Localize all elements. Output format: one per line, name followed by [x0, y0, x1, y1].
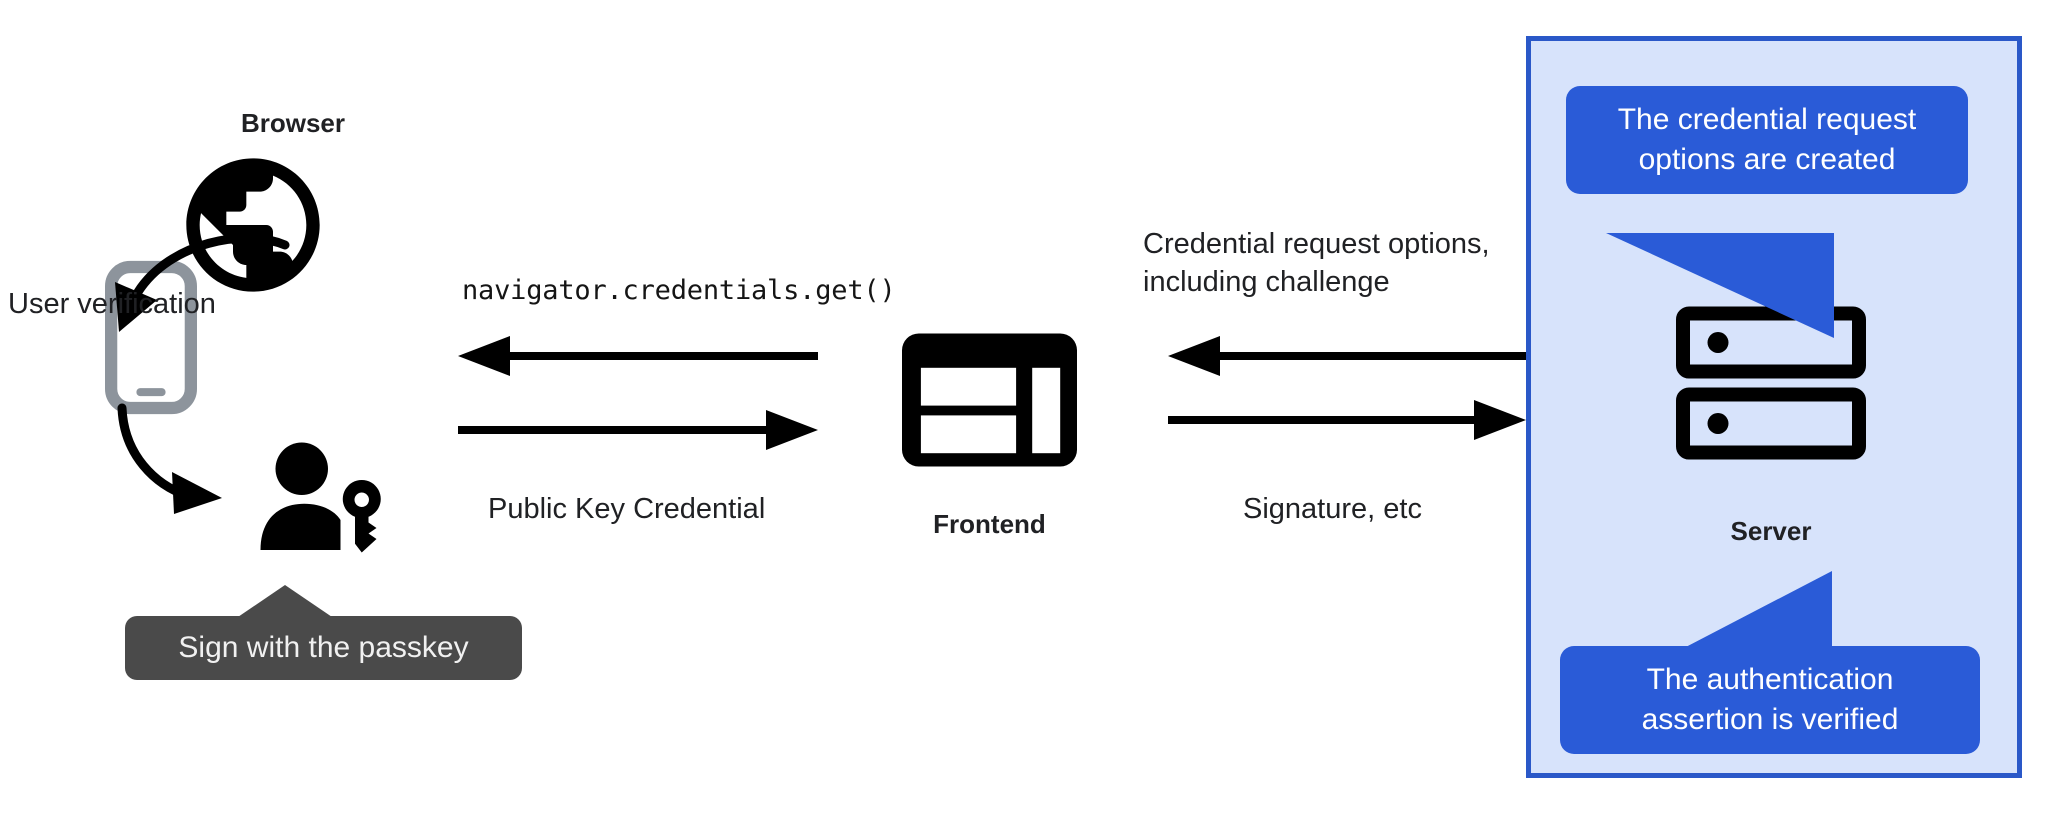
sign-with-passkey-tooltip: Sign with the passkey [125, 616, 522, 680]
arrow-device-to-user [110, 400, 290, 530]
callout-top-bubble: The credential request options are creat… [1566, 86, 1968, 194]
arrow-left-frontend-server [1168, 336, 1526, 376]
edge-label-signature-etc: Signature, etc [1243, 493, 1422, 525]
edge-label-navigator-credentials-get: navigator.credentials.get() [462, 275, 896, 306]
edge-label-credential-request-options: Credential request options, including ch… [1143, 228, 1490, 298]
server-label: Server [1730, 516, 1812, 546]
server-rack-icon [1675, 306, 1867, 462]
tooltip-pointer [230, 585, 340, 621]
arrow-browser-to-device [95, 220, 295, 360]
browser-label: Browser [240, 108, 346, 138]
callout-bottom-bubble: The authentication assertion is verified [1560, 646, 1980, 754]
callout-top-tail [1606, 233, 1846, 343]
web-layout-icon [892, 330, 1087, 470]
user-verification-label: User verification [8, 288, 216, 320]
smartphone-icon [105, 255, 197, 420]
arrow-right-frontend-server [1168, 400, 1526, 440]
arrow-right-browser-frontend [458, 410, 818, 450]
frontend-label: Frontend [933, 509, 1046, 539]
arrow-left-browser-frontend [458, 336, 818, 376]
callout-bottom-text: The authentication assertion is verified [1560, 646, 1980, 754]
callout-top-text: The credential request options are creat… [1566, 86, 1968, 194]
person-with-key-icon [258, 440, 393, 565]
edge-label-public-key-credential: Public Key Credential [488, 493, 766, 525]
globe-icon [173, 145, 333, 305]
